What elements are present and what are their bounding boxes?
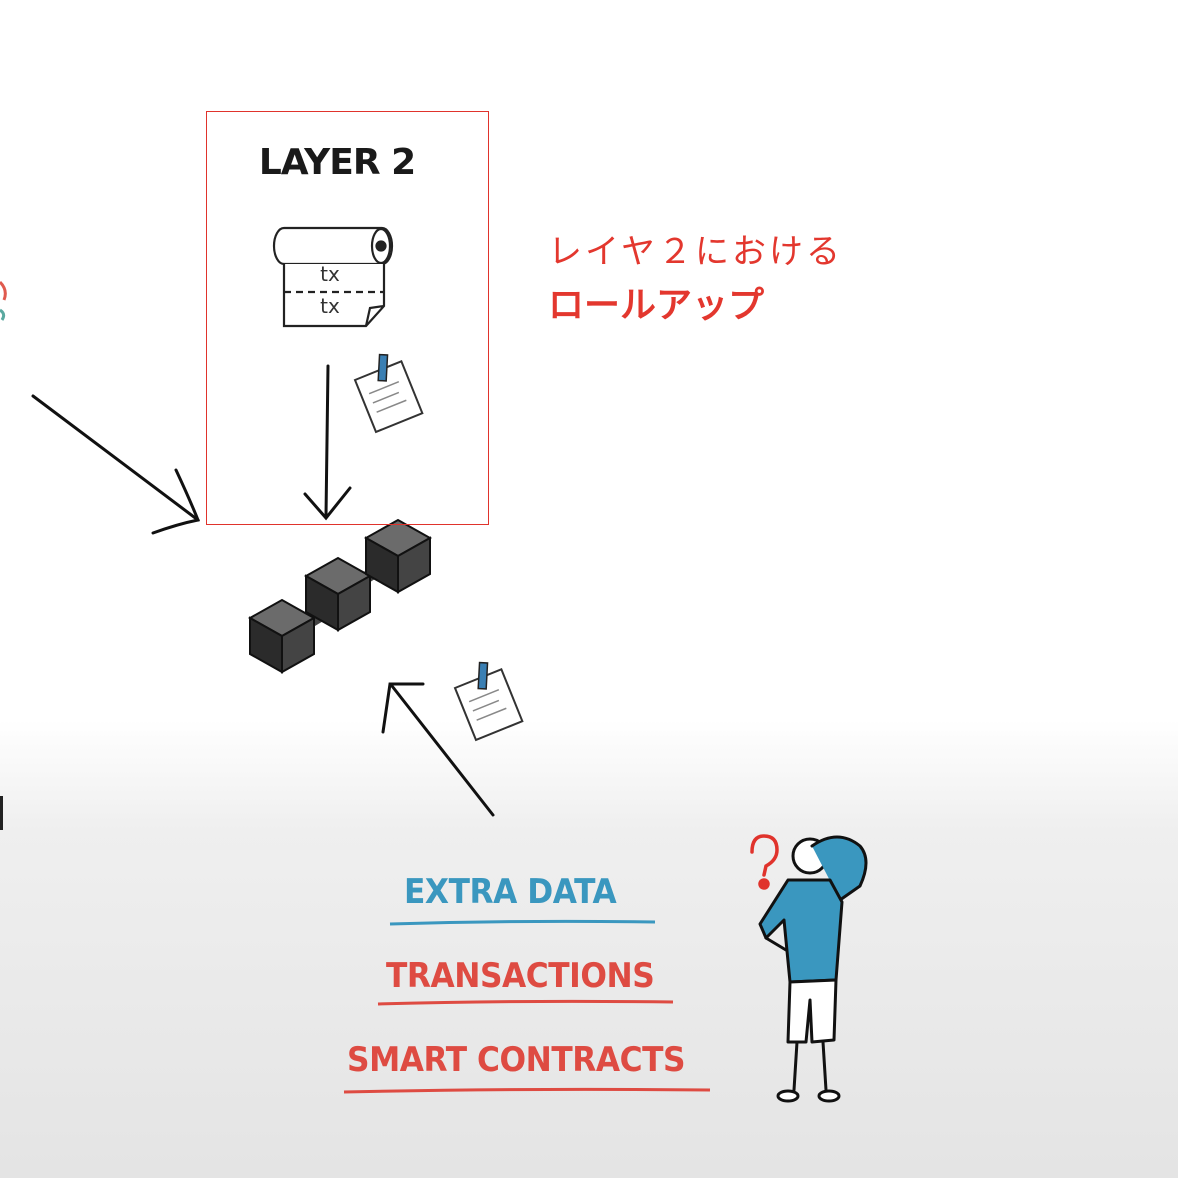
layer2-highlight-box (206, 111, 489, 525)
document-pen-icon (453, 661, 524, 742)
smart-contracts-underline (343, 1087, 711, 1094)
annotation-title: レイヤ２における (548, 232, 843, 272)
transactions-underline (377, 999, 674, 1006)
confused-person-icon (758, 835, 868, 1103)
transactions-label: TRANSACTIONS (386, 956, 655, 996)
question-mark-icon (750, 834, 779, 890)
annotation-subtitle: ロールアップ (548, 285, 765, 326)
document-pen-icon (353, 353, 424, 434)
tx-label: tx (320, 294, 340, 318)
tx-label: tx (320, 262, 340, 286)
extra-data-underline (389, 919, 656, 926)
left-edge-decoration (0, 280, 7, 830)
layer2-down-arrow (303, 364, 352, 521)
incoming-arrow-left (31, 394, 201, 535)
extra-data-label: EXTRA DATA (404, 872, 617, 912)
paper-roll-icon (272, 226, 394, 328)
incoming-arrow-bottom (381, 682, 495, 817)
smart-contracts-label: SMART CONTRACTS (347, 1040, 686, 1080)
blockchain-cubes-icon (247, 518, 433, 674)
layer2-title: LAYER 2 (258, 142, 416, 183)
